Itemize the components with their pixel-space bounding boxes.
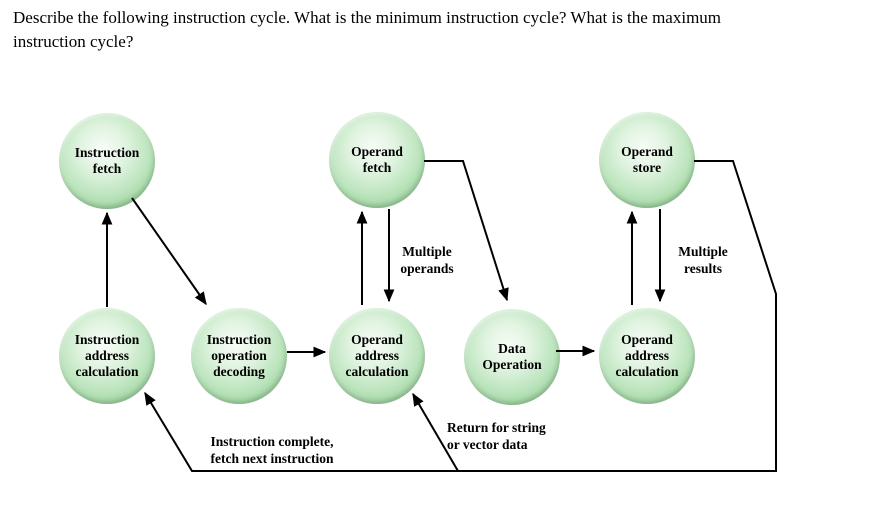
- label-line: Instruction complete,: [210, 434, 334, 449]
- node-label-line: calculation: [75, 364, 139, 379]
- node-label-line: Operand: [621, 144, 673, 159]
- node-operand-fetch: Operand fetch: [329, 112, 425, 208]
- label-line: Return for string: [447, 420, 546, 435]
- label-multiple-results: Multiple results: [665, 243, 741, 277]
- node-label-line: address: [624, 348, 669, 363]
- node-label-line: store: [632, 160, 662, 175]
- node-label-line: Data: [498, 341, 526, 356]
- node-label-line: Instruction: [74, 145, 140, 160]
- node-label-line: fetch: [92, 161, 122, 176]
- question-line-1: Describe the following instruction cycle…: [13, 8, 722, 27]
- label-instruction-complete: Instruction complete, fetch next instruc…: [185, 433, 359, 467]
- label-line: Multiple: [678, 244, 728, 259]
- label-line: fetch next instruction: [210, 451, 334, 466]
- node-label-line: Operand: [351, 332, 403, 347]
- label-return-for-string: Return for string or vector data: [447, 419, 546, 453]
- label-line: or vector data: [447, 437, 528, 452]
- node-label-line: Operation: [482, 357, 542, 372]
- node-label-line: operation: [211, 348, 267, 363]
- node-data-operation: Data Operation: [464, 309, 560, 405]
- node-operand-address-calculation-left: Operand address calculation: [329, 308, 425, 404]
- label-line: results: [683, 261, 722, 276]
- node-label-line: decoding: [213, 364, 265, 379]
- node-instruction-address-calculation: Instruction address calculation: [59, 308, 155, 404]
- node-label-line: Operand: [621, 332, 673, 347]
- node-label-line: Operand: [351, 144, 403, 159]
- label-multiple-operands: Multiple operands: [389, 243, 465, 277]
- node-operand-address-calculation-right: Operand address calculation: [599, 308, 695, 404]
- label-line: operands: [400, 261, 454, 276]
- question-text: Describe the following instruction cycle…: [13, 6, 875, 53]
- node-label-line: Instruction: [206, 332, 272, 347]
- node-instruction-operation-decoding: Instruction operation decoding: [191, 308, 287, 404]
- arrow-instruction-fetch-to-decoding: [131, 197, 207, 306]
- node-label-line: fetch: [362, 160, 392, 175]
- node-operand-store: Operand store: [599, 112, 695, 208]
- question-line-2: instruction cycle?: [13, 31, 134, 51]
- arrow-operand-fetch-to-data-operation: [424, 160, 509, 302]
- label-line: Multiple: [402, 244, 452, 259]
- node-label-line: Instruction: [74, 332, 140, 347]
- node-label-line: address: [84, 348, 129, 363]
- node-label-line: address: [354, 348, 399, 363]
- node-label-line: calculation: [345, 364, 409, 379]
- node-instruction-fetch: Instruction fetch: [59, 113, 155, 209]
- node-label-line: calculation: [615, 364, 679, 379]
